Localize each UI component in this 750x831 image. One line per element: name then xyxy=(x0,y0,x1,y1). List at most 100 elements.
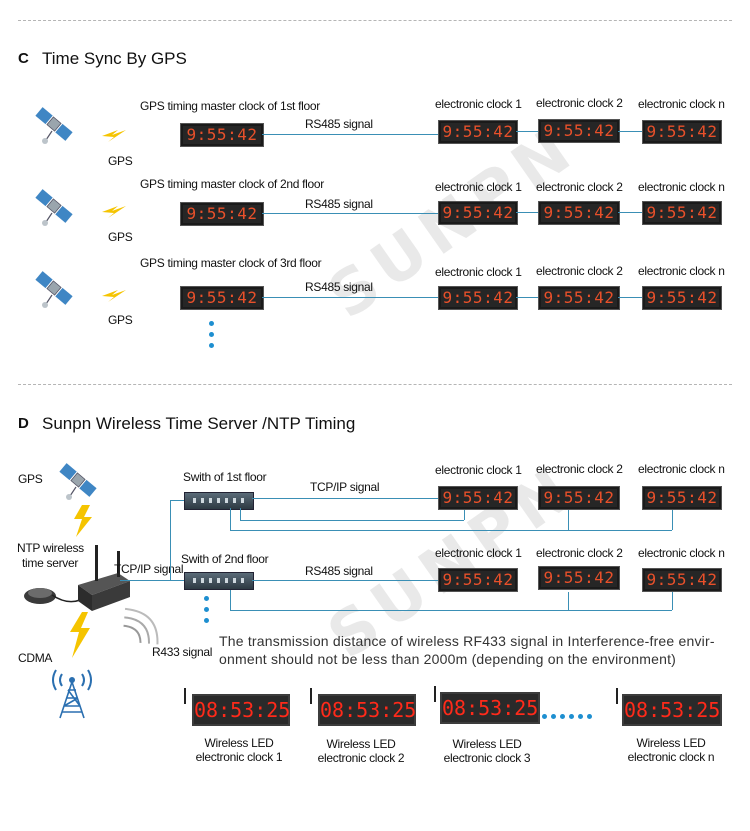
master-clock-display: 9:55:42 xyxy=(180,202,264,226)
wireless-clock-display: 08:53:25 xyxy=(440,692,540,724)
clock-time: 9:55:42 xyxy=(186,288,258,307)
antenna-icon xyxy=(184,688,186,704)
master-clock-label: GPS timing master clock of 2nd floor xyxy=(140,177,324,191)
section-c-letter: C xyxy=(18,50,29,67)
tcp-ip-link xyxy=(170,500,184,501)
electronic-clock-display: 9:55:42 xyxy=(438,568,518,592)
tcp-ip-signal-label: TCP/IP signal xyxy=(114,562,184,576)
electronic-clock-label: electronic clock 1 xyxy=(435,463,522,477)
rs485-link xyxy=(230,590,231,610)
rs485-line xyxy=(516,212,538,213)
antenna-icon xyxy=(434,686,436,702)
clock-time: 9:55:42 xyxy=(543,288,615,307)
tcp-ip-link xyxy=(240,508,241,520)
tcp-ip-link xyxy=(120,580,184,581)
rs485-signal-label: RS485 signal xyxy=(305,117,373,131)
rs485-link xyxy=(252,580,438,581)
electronic-clock-label: electronic clock n xyxy=(638,462,725,476)
electronic-clock-label: electronic clock 1 xyxy=(435,265,522,279)
tcp-ip-link xyxy=(170,500,171,580)
ntp-server-label: NTP wireless xyxy=(17,541,84,555)
electronic-clock-display: 9:55:42 xyxy=(438,486,518,510)
more-floors-dots xyxy=(204,596,209,629)
rs485-line xyxy=(516,297,538,298)
tcp-ip-link xyxy=(464,510,465,520)
rs485-link xyxy=(672,592,673,610)
network-switch-1st-floor xyxy=(184,492,254,510)
r433-signal-label: R433 signal xyxy=(152,645,213,659)
transmission-note-line: onment should not be less than 2000m (de… xyxy=(219,651,677,667)
antenna-icon xyxy=(310,688,312,704)
gps-signal-bolt-icon xyxy=(102,290,126,302)
electronic-clock-display: 9:55:42 xyxy=(642,201,722,225)
electronic-clock-display: 9:55:42 xyxy=(538,486,620,510)
electronic-clock-display: 9:55:42 xyxy=(438,286,518,310)
more-clocks-dots xyxy=(542,706,596,724)
ntp-time-server-device-icon xyxy=(24,545,130,611)
transmission-note-line: The transmission distance of wireless RF… xyxy=(219,633,715,649)
rs485-link xyxy=(230,610,672,611)
more-floors-dots xyxy=(209,321,214,354)
tcp-ip-link xyxy=(672,510,673,530)
satellite-icon xyxy=(34,187,74,227)
satellite-icon xyxy=(34,105,74,145)
cdma-label: CDMA xyxy=(18,651,53,665)
section-c-title: Time Sync By GPS xyxy=(42,49,187,68)
gps-signal-bolt-icon xyxy=(74,505,92,537)
clock-time: 9:55:42 xyxy=(646,288,718,307)
electronic-clock-display: 9:55:42 xyxy=(438,201,518,225)
electronic-clock-display: 9:55:42 xyxy=(642,286,722,310)
tcp-ip-link xyxy=(568,510,569,530)
electronic-clock-display: 9:55:42 xyxy=(538,201,620,225)
tcp-ip-link xyxy=(230,530,672,531)
rs485-signal-label: RS485 signal xyxy=(305,197,373,211)
tcp-ip-link xyxy=(230,508,231,530)
rs485-signal-label: RS485 signal xyxy=(305,280,373,294)
rs485-line xyxy=(618,297,642,298)
electronic-clock-display: 9:55:42 xyxy=(538,286,620,310)
cdma-signal-bolt-icon xyxy=(70,612,90,658)
master-clock-display: 9:55:42 xyxy=(180,286,264,310)
clock-time: 9:55:42 xyxy=(543,488,615,507)
clock-time: 9:55:42 xyxy=(442,122,514,141)
clock-time: 9:55:42 xyxy=(186,125,258,144)
tcp-ip-link xyxy=(252,498,438,499)
gps-signal-bolt-icon xyxy=(102,130,126,142)
clock-time: 9:55:42 xyxy=(646,570,718,589)
tcp-ip-link xyxy=(240,520,464,521)
cdma-tower-icon xyxy=(52,669,92,719)
rs485-line xyxy=(262,297,438,298)
clock-time: 9:55:42 xyxy=(543,121,615,140)
electronic-clock-label: electronic clock 2 xyxy=(536,264,623,278)
electronic-clock-label: electronic clock 1 xyxy=(435,546,522,560)
electronic-clock-display: 9:55:42 xyxy=(642,120,722,144)
electronic-clock-label: electronic clock 2 xyxy=(536,462,623,476)
electronic-clock-display: 9:55:42 xyxy=(538,119,620,143)
clock-time: 9:55:42 xyxy=(543,203,615,222)
wireless-clock-display: 08:53:25 xyxy=(192,694,290,726)
electronic-clock-label: electronic clock 1 xyxy=(435,97,522,111)
satellite-icon xyxy=(34,269,74,309)
clock-time: 08:53:25 xyxy=(194,698,291,722)
electronic-clock-label: electronic clock n xyxy=(638,97,725,111)
satellite-icon xyxy=(58,461,98,501)
clock-time: 9:55:42 xyxy=(646,122,718,141)
rs485-line xyxy=(262,134,438,135)
rs485-line xyxy=(262,213,438,214)
ntp-server-label: time server xyxy=(22,556,79,570)
clock-time: 08:53:25 xyxy=(624,698,721,722)
master-clock-display: 9:55:42 xyxy=(180,123,264,147)
electronic-clock-label: electronic clock 2 xyxy=(536,180,623,194)
electronic-clock-label: electronic clock n xyxy=(638,264,725,278)
gps-label: GPS xyxy=(108,313,133,327)
gps-signal-bolt-icon xyxy=(102,206,126,218)
rs485-link xyxy=(568,592,569,610)
electronic-clock-label: electronic clock n xyxy=(638,546,725,560)
section-d-title: Sunpn Wireless Time Server /NTP Timing xyxy=(42,414,356,433)
gps-label: GPS xyxy=(108,230,133,244)
antenna-icon xyxy=(616,688,618,704)
rs485-line xyxy=(618,212,642,213)
